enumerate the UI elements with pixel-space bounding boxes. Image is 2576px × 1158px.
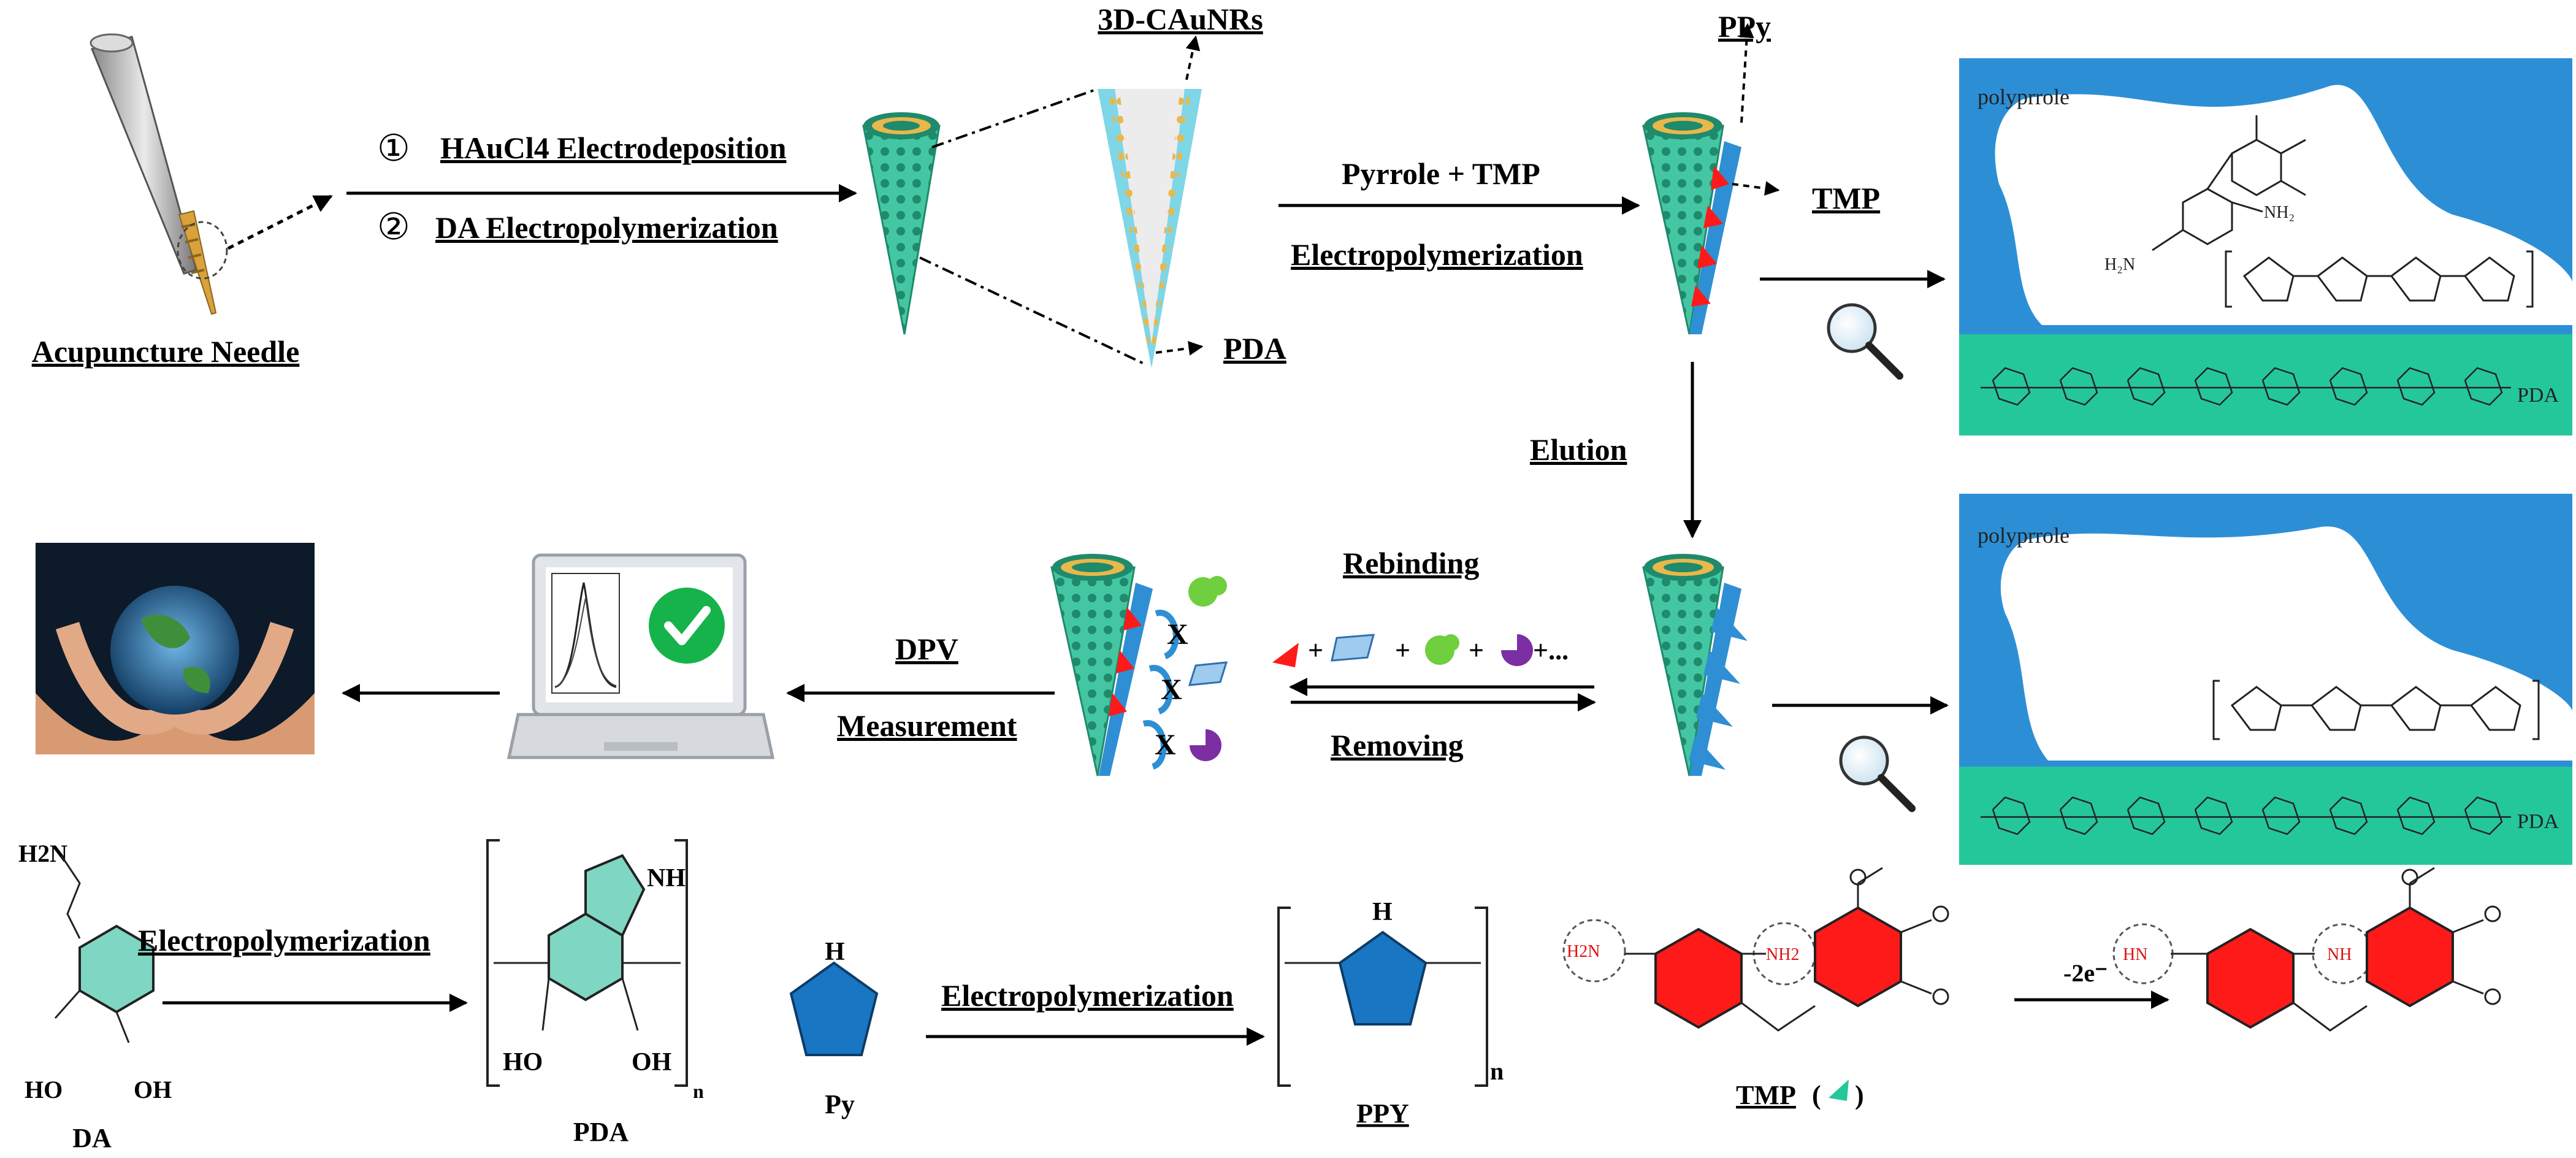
tmp-nh2-label: NH2 — [1766, 945, 1799, 964]
svg-text:+: + — [1469, 635, 1484, 665]
pda-pointer — [1155, 340, 1204, 356]
pda-n-subscript: n — [693, 1080, 704, 1102]
pda-oh-label: OH — [632, 1048, 671, 1076]
step1-label: HAuCl4 Electrodeposition — [440, 131, 787, 165]
magnifier-icon — [1827, 303, 1903, 380]
dashdot-line-bottom — [919, 256, 1147, 366]
earth-hands-image — [36, 543, 315, 754]
svg-text:+: + — [1395, 635, 1410, 665]
pda-ho-label: HO — [503, 1048, 543, 1076]
polypyrrole-label-1: polyprrole — [1978, 85, 2070, 109]
elution-label: Elution — [1530, 432, 1627, 467]
step2-number: ② — [377, 207, 410, 247]
da-label: DA — [72, 1123, 112, 1153]
pda-label-bottom: PDA — [573, 1117, 629, 1147]
pda-label: PDA — [1223, 331, 1286, 366]
da-ho-label: HO — [25, 1076, 63, 1103]
needle-cross-section — [1098, 89, 1202, 368]
rebinding-label: Rebinding — [1343, 546, 1479, 580]
da-oh-label: OH — [134, 1076, 172, 1103]
check-icon — [649, 588, 725, 664]
pyrrole-tmp-label: Pyrrole + TMP — [1342, 156, 1540, 191]
da-h2n-label: H2N — [18, 840, 67, 867]
pda-nh-label: NH — [647, 864, 686, 892]
svg-text:+: + — [1308, 635, 1323, 665]
zoom-arrow — [227, 194, 333, 250]
electropoly-label-py: Electropolymerization — [941, 978, 1234, 1013]
pda-layer-label-2: PDA — [2517, 810, 2559, 833]
mip-needle-cone — [1642, 112, 1741, 335]
ppy-label: PPy — [1718, 9, 1771, 44]
tmp-pointer — [1732, 181, 1780, 196]
dopamine-structure: H2N HO OH DA — [18, 840, 172, 1153]
tmp-h2n-label: H2N — [1567, 942, 1600, 961]
svg-text:X: X — [1167, 618, 1188, 651]
dashdot-line-top — [931, 88, 1098, 148]
analyte-legend: + + + +... — [1272, 634, 1569, 667]
imprinted-polymer-panel-empty: polyprrole PDA — [1959, 494, 2572, 865]
ppy-h-label: H — [1372, 898, 1393, 926]
h2n-label-panel: H₂N — [2104, 255, 2135, 274]
step1-number: ① — [377, 128, 410, 169]
polydopamine-structure: NH HO OH n PDA — [486, 839, 704, 1147]
cauNRs-pointer — [1185, 35, 1201, 80]
svg-text:): ) — [1855, 1080, 1864, 1110]
polypyrrole-label-2: polyprrole — [1978, 523, 2070, 548]
measurement-label: Measurement — [837, 708, 1017, 743]
electropoly-label: Electropolymerization — [1291, 237, 1583, 272]
coated-needle-cone-1 — [862, 112, 941, 335]
eluted-needle-cone — [1642, 554, 1748, 776]
plus-more-label: +... — [1533, 635, 1569, 665]
nh2-label-panel: NH₂ — [2264, 203, 2295, 222]
svg-text:X: X — [1161, 673, 1182, 706]
electropoly-label-da: Electropolymerization — [138, 923, 430, 957]
oxidized-tmp-structure: HN NH — [2112, 867, 2501, 1032]
ppy-pointer — [1739, 23, 1754, 123]
laptop-icon — [506, 553, 775, 759]
oxtmp-hn-label: HN — [2123, 945, 2147, 964]
tmp-structure: H2N NH2 TMP ( ) — [1562, 867, 1949, 1110]
tmp-label-bottom: TMP — [1736, 1080, 1796, 1110]
needle-label: Acupuncture Needle — [32, 334, 300, 369]
minus-2e-label: -2e⁻ — [2063, 959, 2108, 987]
oxtmp-nh-label: NH — [2327, 945, 2352, 964]
tmp-label: TMP — [1812, 181, 1880, 215]
pyrrole-structure: H Py — [789, 938, 879, 1119]
removing-label: Removing — [1331, 728, 1464, 762]
imprinted-polymer-panel-with-tmp: polyprrole PDA H₂N NH₂ — [1959, 58, 2572, 435]
ppy-label: PPY — [1356, 1099, 1409, 1129]
cauNRs-label: 3D-CAuNRs — [1098, 2, 1263, 36]
acupuncture-needle-icon — [90, 33, 228, 315]
polypyrrole-structure: H n PPY — [1277, 898, 1504, 1129]
step2-label: DA Electropolymerization — [435, 210, 778, 245]
rebound-needle-cone: X X X — [1050, 554, 1228, 776]
pda-layer-label-1: PDA — [2517, 384, 2559, 407]
svg-text:(: ( — [1812, 1080, 1821, 1110]
py-h-label: H — [825, 938, 845, 966]
py-label: Py — [825, 1089, 855, 1119]
svg-text:X: X — [1155, 729, 1176, 761]
ppy-n-subscript: n — [1490, 1057, 1504, 1085]
magnifier-icon — [1839, 735, 1916, 812]
dpv-label: DPV — [895, 632, 958, 666]
